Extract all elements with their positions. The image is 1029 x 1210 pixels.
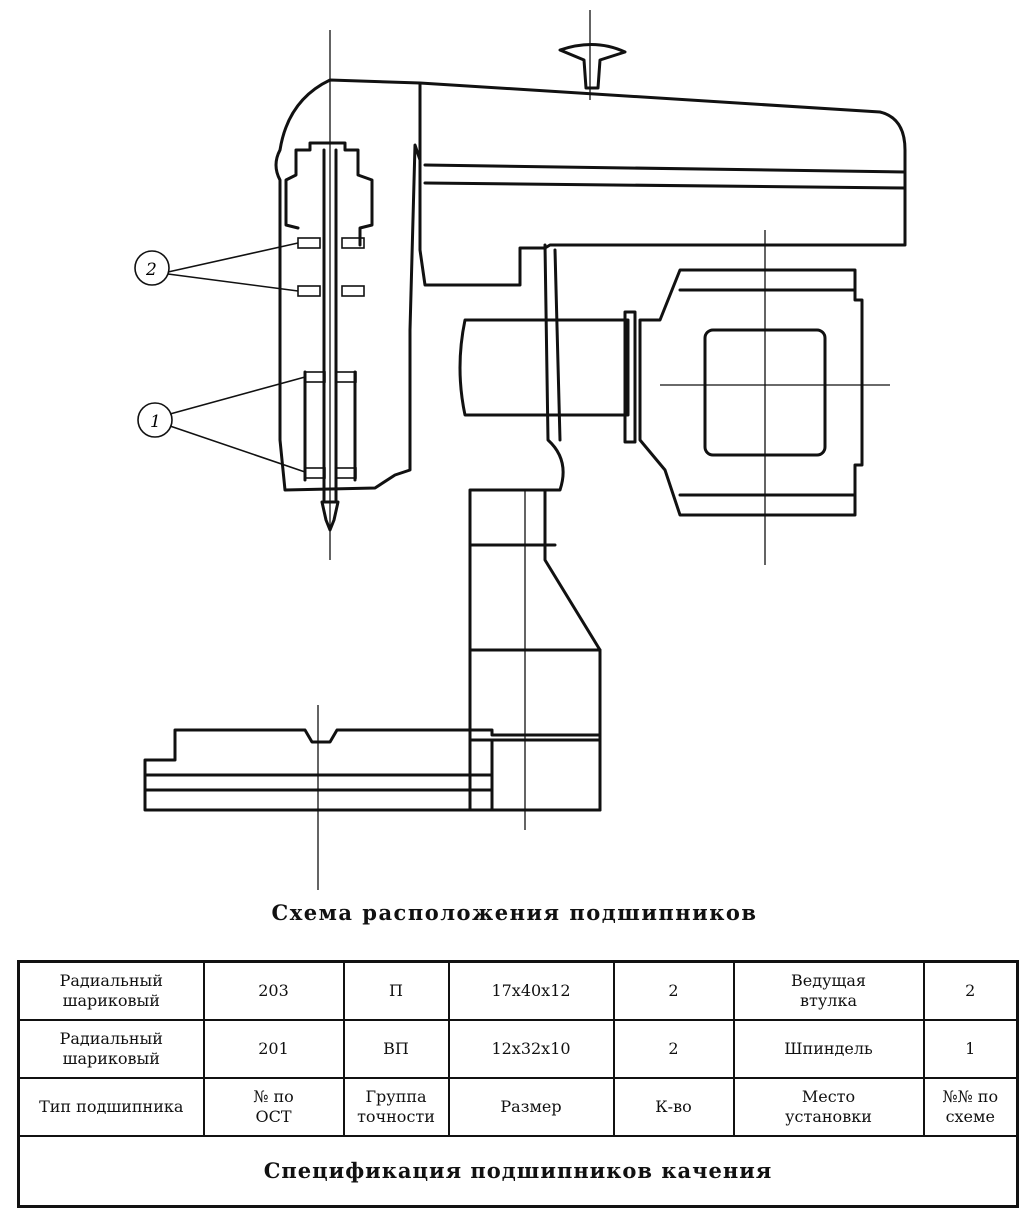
callout-1-label: 1 xyxy=(150,412,161,432)
spindle xyxy=(322,148,338,502)
cell-scheme-no: 2 xyxy=(965,980,976,1000)
cell-type: Радиальный шариковый xyxy=(59,970,163,1010)
table-footer-row: Спецификация подшипников качения xyxy=(17,1134,1019,1207)
cell-size: 17х40х12 xyxy=(491,980,571,1000)
cell-accuracy: ВП xyxy=(383,1038,409,1058)
cell-location: Шпиндель xyxy=(784,1038,873,1058)
cell-ost: 203 xyxy=(258,980,289,1000)
cell-accuracy: П xyxy=(389,980,403,1000)
callout-1: 1 xyxy=(137,376,306,473)
header-size: Размер xyxy=(500,1096,562,1116)
bearing-spec-table: Радиальный шариковый 203 П 17х40х12 2 Ве… xyxy=(17,960,1019,1208)
cell-size: 12х32х10 xyxy=(491,1038,571,1058)
callout-2-label: 2 xyxy=(145,260,157,280)
header-scheme-no: №№ по схеме xyxy=(942,1086,999,1126)
header-qty: К-во xyxy=(655,1096,692,1116)
column xyxy=(468,243,602,812)
motor xyxy=(638,268,864,517)
cell-location: Ведущая втулка xyxy=(791,970,866,1010)
bearing-layout-diagram: 2 1 xyxy=(134,10,907,890)
table-header-row: Тип подшипника № по ОСТ Группа точности … xyxy=(17,1076,1019,1137)
head-housing xyxy=(274,78,907,492)
cell-scheme-no: 1 xyxy=(965,1038,976,1058)
table-row: Радиальный шариковый 201 ВП 12х32х10 2 Ш… xyxy=(17,1018,1019,1079)
table-row: Радиальный шариковый 203 П 17х40х12 2 Ве… xyxy=(17,960,1019,1021)
cell-qty: 2 xyxy=(668,1038,679,1058)
header-location: Место установки xyxy=(785,1086,872,1126)
header-accuracy: Группа точности xyxy=(357,1086,435,1126)
bearing-group-2 xyxy=(297,237,365,297)
knob xyxy=(558,42,627,90)
base xyxy=(143,728,602,812)
table-title: Спецификация подшипников качения xyxy=(17,1134,1019,1207)
diagram-caption: Схема расположения подшипников xyxy=(271,900,758,925)
cell-qty: 2 xyxy=(668,980,679,1000)
header-ost: № по ОСТ xyxy=(253,1086,294,1126)
header-type: Тип подшипника xyxy=(39,1096,184,1116)
motor-adapter xyxy=(458,318,630,417)
cell-type: Радиальный шариковый xyxy=(59,1028,163,1068)
callout-2: 2 xyxy=(134,242,299,292)
cell-ost: 201 xyxy=(258,1038,289,1058)
